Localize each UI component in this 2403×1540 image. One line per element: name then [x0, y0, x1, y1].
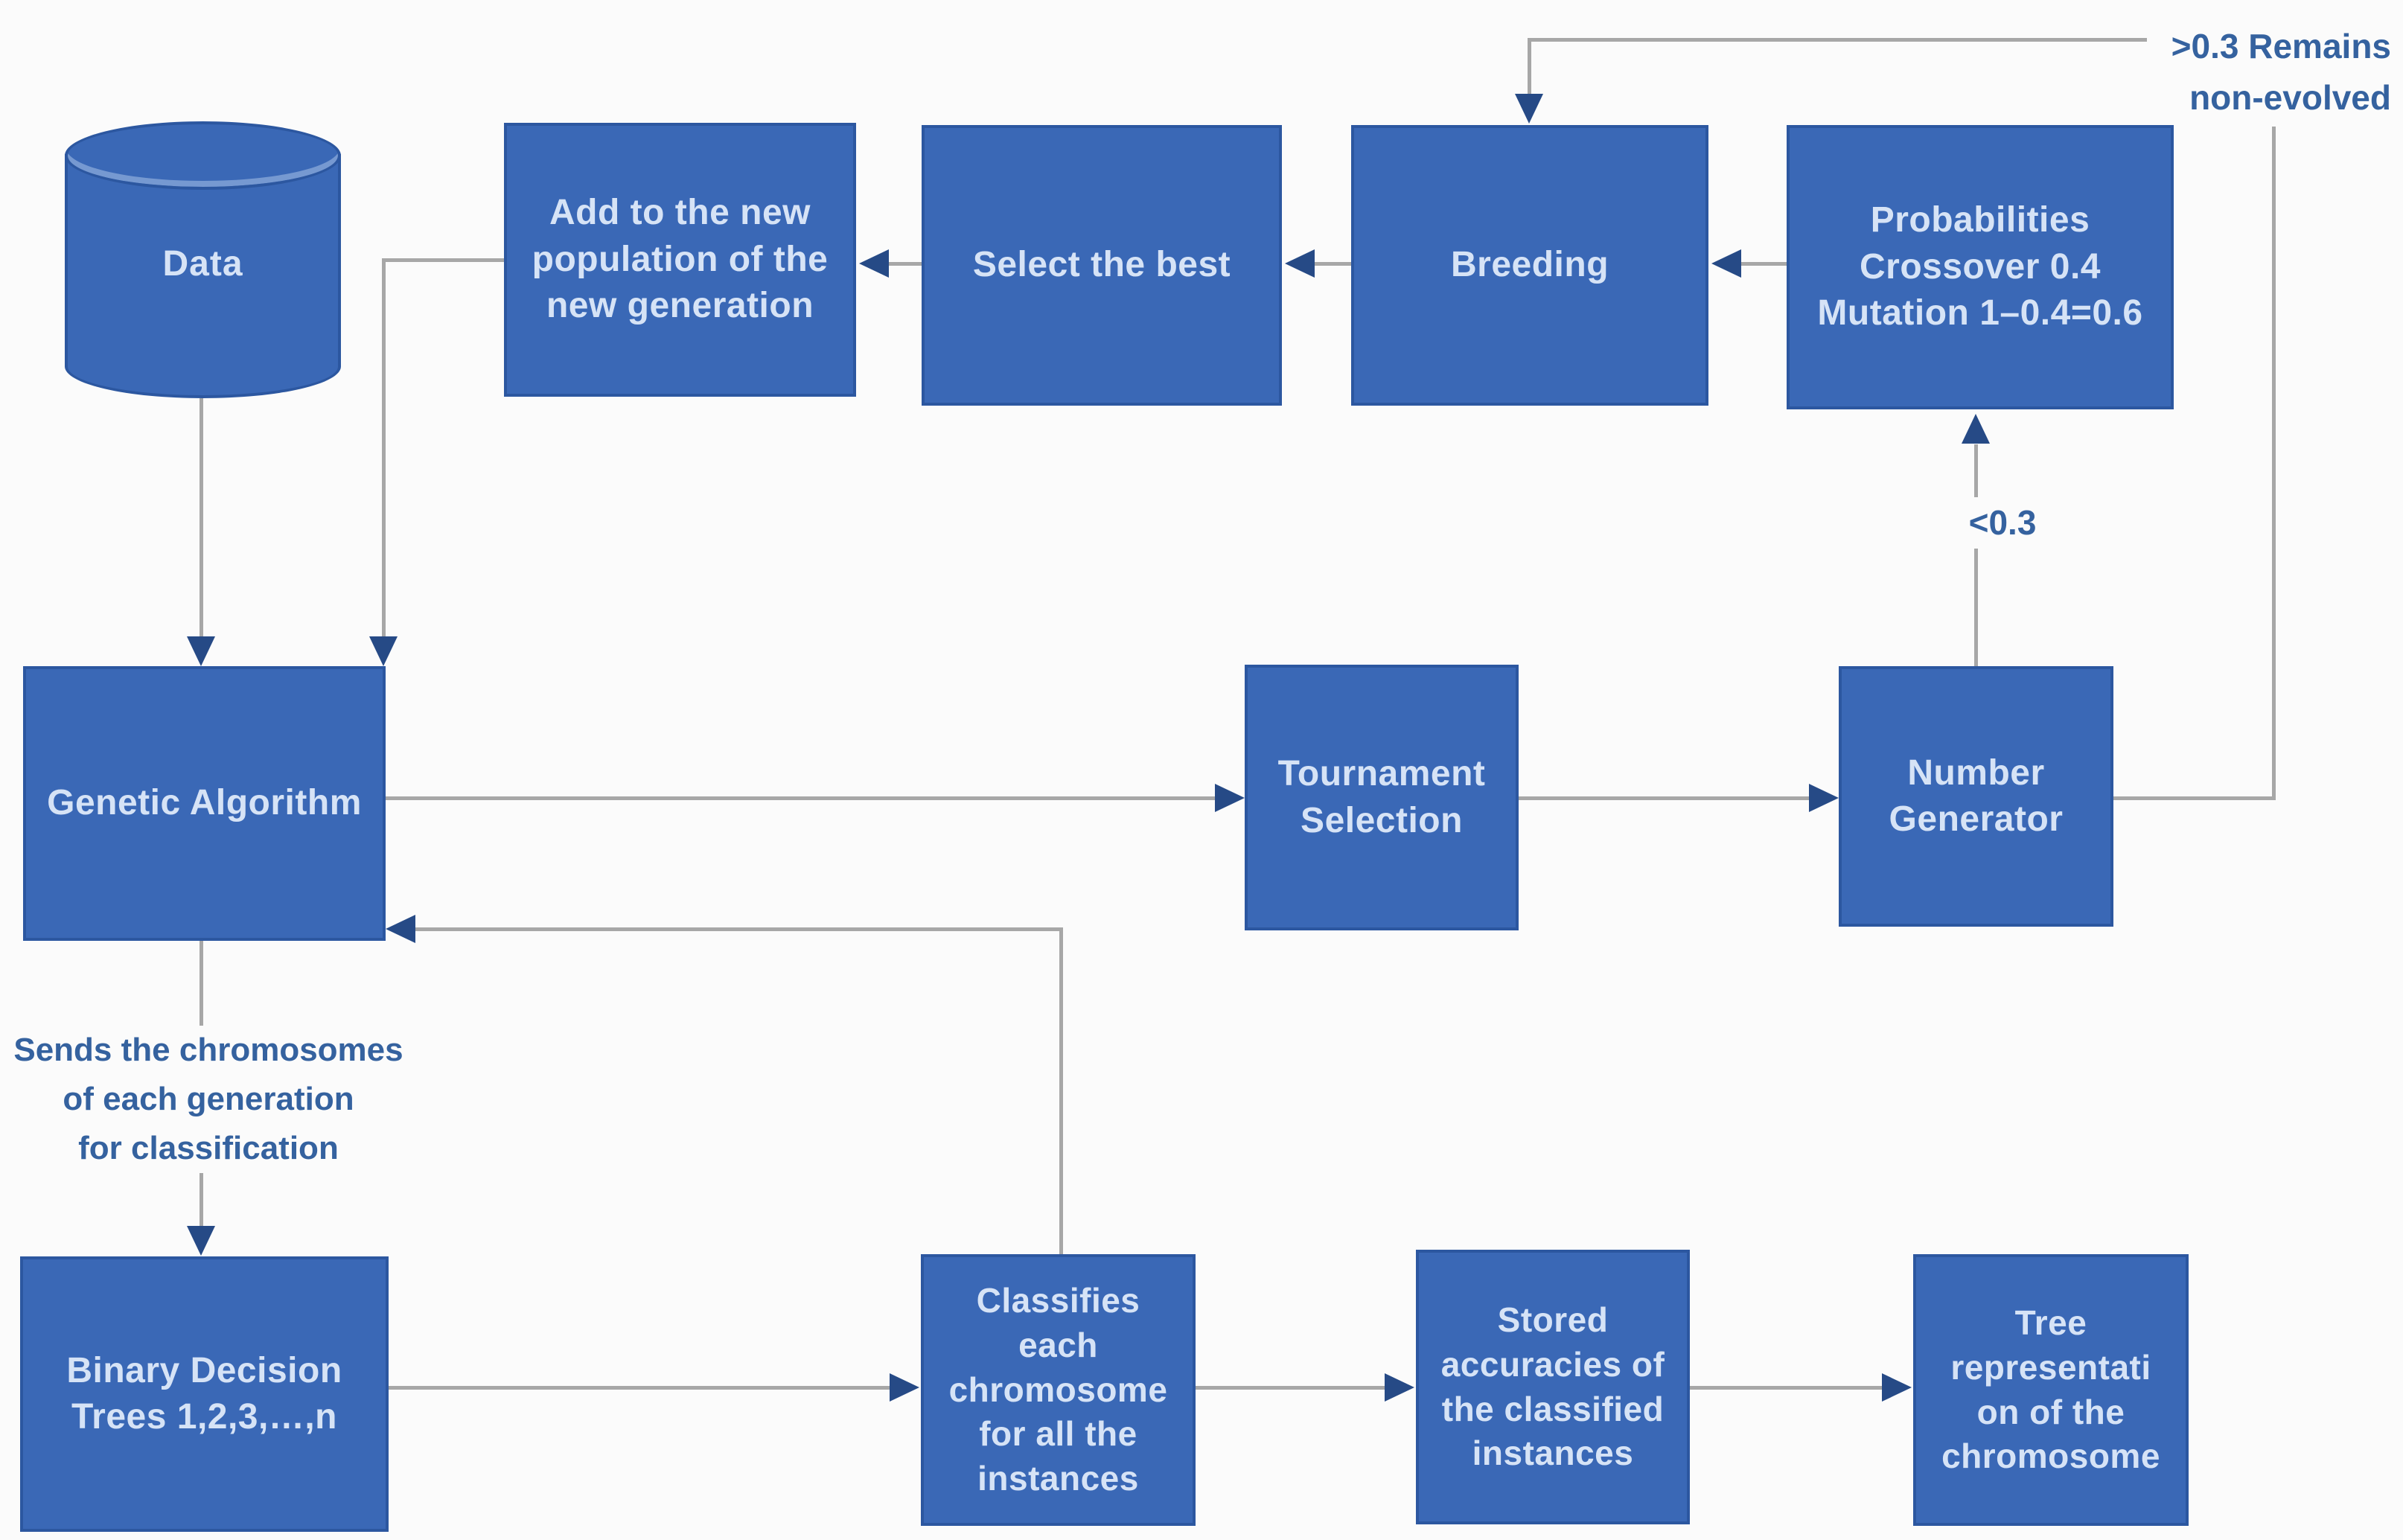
- arrowhead-bdt-to-classifies: [890, 1373, 919, 1402]
- arrowhead-stored-to-tree: [1882, 1373, 1912, 1402]
- node-tournament-selection: Tournament Selection: [1245, 665, 1519, 930]
- node-classifies-label: Classifies each chromosome for all the i…: [948, 1281, 1168, 1498]
- connector-bdt-to-classifies: [389, 1386, 890, 1390]
- node-number-generator-label: Number Generator: [1889, 753, 2064, 839]
- node-binary-decision-trees: Binary Decision Trees 1,2,3,…,n: [20, 1256, 389, 1532]
- connector-classifies-to-stored: [1196, 1386, 1385, 1390]
- node-breeding-label: Breeding: [1450, 245, 1609, 285]
- arrowhead-classifies-to-ga: [386, 915, 415, 943]
- node-add-population: Add to the new population of the new gen…: [504, 123, 856, 397]
- arrowhead-classifies-to-stored: [1385, 1373, 1414, 1402]
- connector-stored-to-tree: [1690, 1386, 1882, 1390]
- node-data-store: Data: [65, 121, 341, 398]
- connector-classifies-to-ga-vertical: [1059, 927, 1063, 1254]
- node-number-generator: Number Generator: [1839, 666, 2113, 927]
- connector-select-to-add: [889, 262, 922, 266]
- label-sends-chromosomes: Sends the chromosomes of each generation…: [0, 1026, 417, 1173]
- connector-ng-right: [2113, 796, 2273, 800]
- label-less-than-threshold: <0.3: [1936, 497, 2069, 549]
- data-cylinder-body: [65, 154, 341, 398]
- arrowhead-prob-to-breeding: [1711, 249, 1741, 278]
- node-select-best: Select the best: [922, 125, 1282, 406]
- arrowhead-select-to-add: [859, 249, 889, 278]
- node-stored-accuracies-label: Stored accuracies of the classified inst…: [1440, 1300, 1665, 1473]
- node-probabilities-label: Probabilities Crossover 0.4 Mutation 1–0…: [1817, 200, 2143, 333]
- node-tree-representation: Tree representati on of the chromosome: [1913, 1254, 2189, 1526]
- arrowhead-loop-to-breeding: [1515, 94, 1543, 124]
- node-tournament-selection-label: Tournament Selection: [1277, 754, 1486, 840]
- node-genetic-algorithm-label: Genetic Algorithm: [47, 783, 362, 823]
- connector-ga-to-ts: [386, 796, 1215, 800]
- node-genetic-algorithm: Genetic Algorithm: [23, 666, 386, 941]
- arrowhead-data-to-ga: [187, 636, 215, 666]
- node-select-best-label: Select the best: [972, 245, 1231, 285]
- connector-loop-top-horizontal: [1529, 38, 2147, 42]
- arrowhead-ng-to-prob: [1962, 414, 1990, 444]
- node-probabilities: Probabilities Crossover 0.4 Mutation 1–0…: [1787, 125, 2174, 409]
- arrowhead-add-to-ga: [369, 636, 398, 666]
- node-breeding: Breeding: [1351, 125, 1708, 406]
- connector-loop-right-vertical: [2272, 127, 2276, 800]
- connector-add-to-ga-vertical: [382, 258, 386, 636]
- connector-prob-to-breeding: [1741, 262, 1787, 266]
- arrowhead-ts-to-ng: [1809, 784, 1839, 812]
- node-binary-decision-trees-label: Binary Decision Trees 1,2,3,…,n: [66, 1350, 342, 1437]
- label-remains-non-evolved: >0.3 Remains non-evolved: [2171, 27, 2391, 117]
- connector-breeding-to-select: [1315, 262, 1351, 266]
- connector-classifies-to-ga-horizontal: [415, 927, 1063, 931]
- arrowhead-ga-to-ts: [1215, 784, 1245, 812]
- connector-data-to-ga: [200, 398, 203, 638]
- arrowhead-breeding-to-select: [1285, 249, 1315, 278]
- node-data-label: Data: [162, 243, 243, 284]
- connector-ng-to-prob: [1974, 444, 1978, 666]
- node-stored-accuracies: Stored accuracies of the classified inst…: [1416, 1250, 1690, 1524]
- connector-ts-to-ng: [1519, 796, 1809, 800]
- node-add-population-label: Add to the new population of the new gen…: [532, 193, 829, 326]
- node-tree-representation-label: Tree representati on of the chromosome: [1941, 1303, 2160, 1476]
- connector-add-to-ga-horizontal: [382, 258, 505, 262]
- node-classifies: Classifies each chromosome for all the i…: [921, 1254, 1196, 1526]
- data-cylinder-top: [65, 121, 341, 190]
- arrowhead-ga-to-bdt: [187, 1226, 215, 1256]
- connector-loop-down-to-breeding: [1528, 38, 1531, 94]
